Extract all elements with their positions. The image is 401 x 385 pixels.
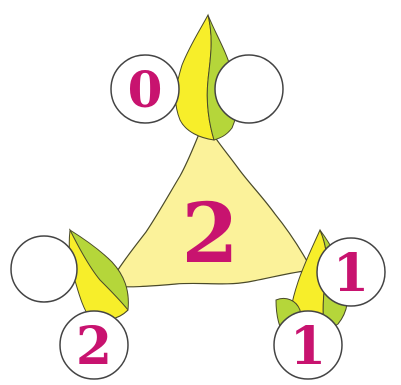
- left-lower-number: 2: [76, 316, 112, 377]
- right-lower-number: 1: [290, 316, 326, 377]
- top-right-circle: [215, 55, 283, 123]
- right-upper-number: 1: [333, 243, 369, 304]
- top-left-number: 0: [128, 60, 163, 119]
- left-upper-circle: [11, 236, 77, 302]
- center-number: 2: [181, 186, 238, 282]
